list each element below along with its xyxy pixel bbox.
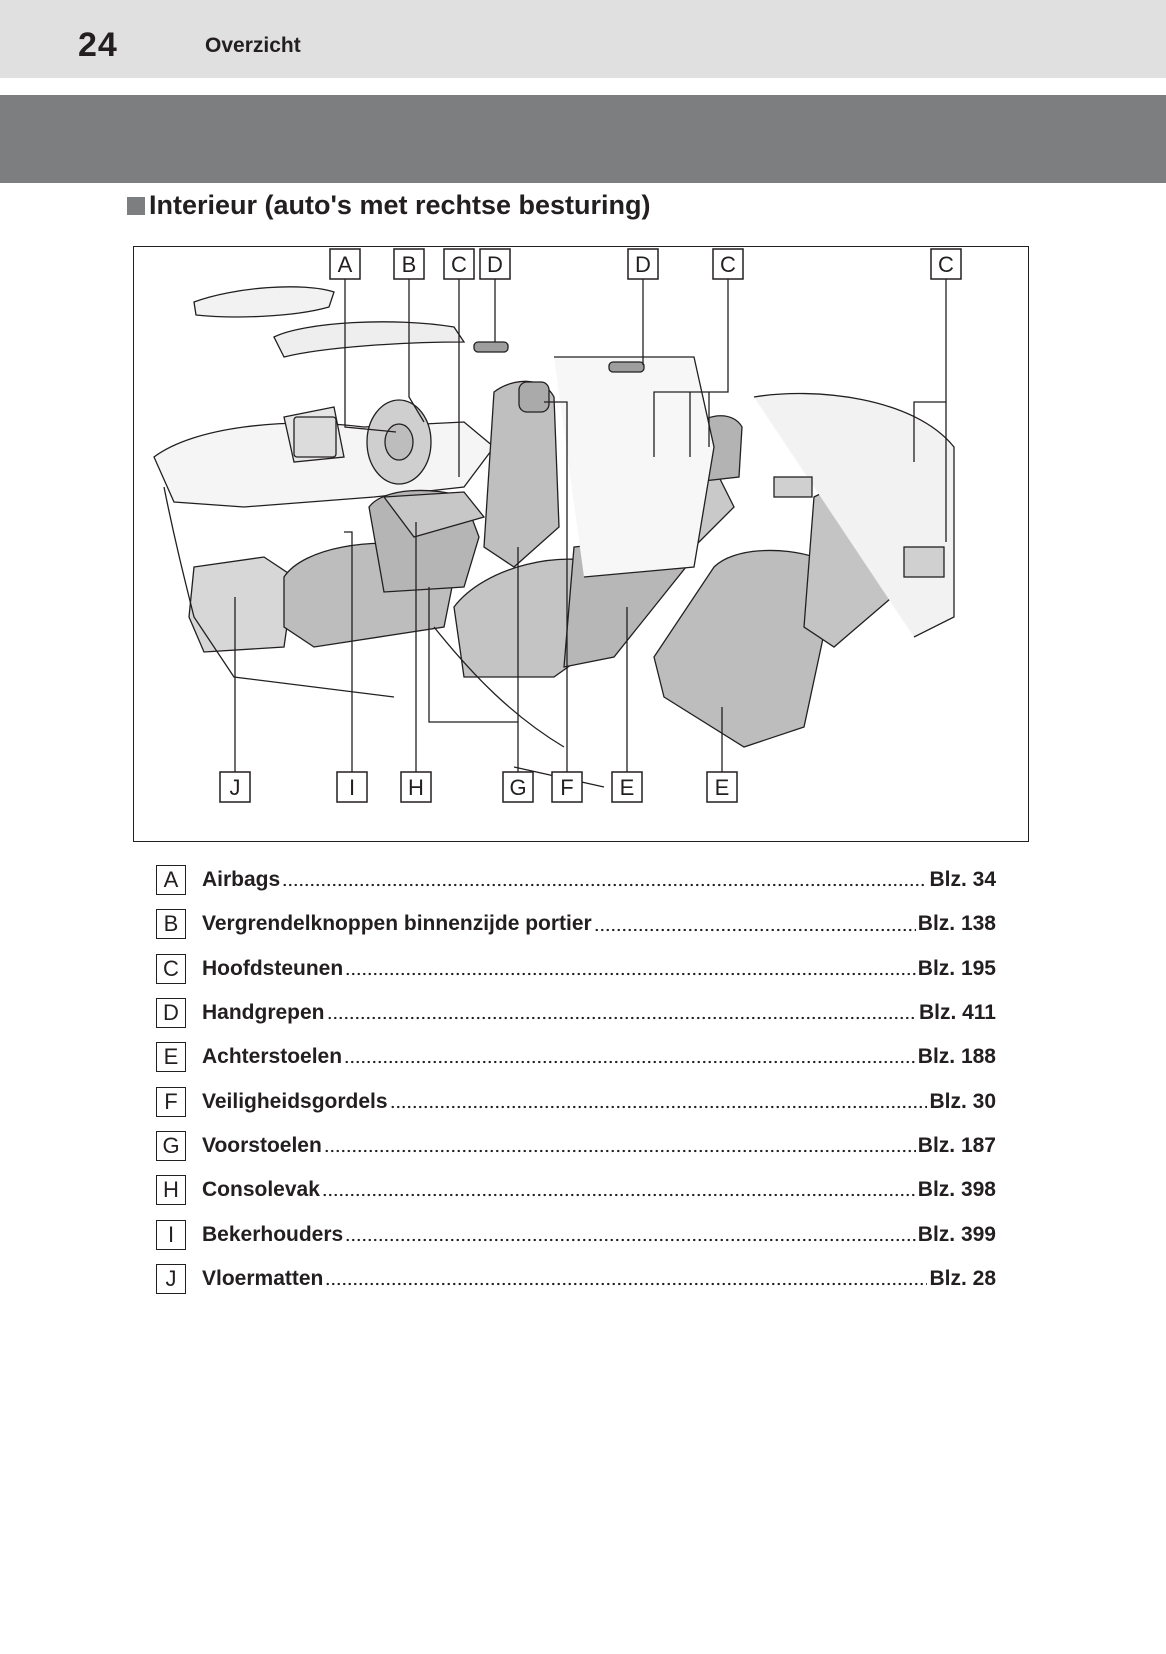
callout-label: J [230,775,241,800]
callout-label: H [408,775,424,800]
interior-illustration: A B C D D C C [133,246,1029,842]
callout-J-bottom: J [219,771,251,803]
top-callouts: A B C D D C C [329,248,962,280]
callout-label: A [338,252,353,277]
legend-label: Achterstoelen [202,1045,343,1069]
header-band [0,95,1166,183]
callout-label: C [720,252,736,277]
section-title-text: Interieur (auto's met rechtse besturing) [149,190,651,220]
dot-leader [593,927,916,932]
callout-label: I [349,775,355,800]
dot-leader [389,1104,928,1109]
dot-leader [325,1281,928,1286]
legend-letter: J [156,1263,186,1294]
dot-leader [344,1060,916,1065]
dot-leader [282,883,928,888]
dot-leader [345,1237,916,1242]
callout-label: E [715,775,730,800]
legend-item: G Voorstoelen Blz. 187 [156,1124,996,1168]
legend-page-ref: Blz. 195 [917,956,996,980]
dot-leader [326,1016,917,1021]
callout-leader-lines [234,278,947,772]
legend-label: Hoofdsteunen [202,956,344,980]
legend-page-ref: Blz. 399 [917,1222,996,1246]
legend-item: E Achterstoelen Blz. 188 [156,1035,996,1079]
legend-letter: H [156,1175,186,1206]
callout-label: D [635,252,651,277]
callout-label: B [402,252,417,277]
legend-page-ref: Blz. 30 [929,1089,996,1113]
car-interior-sketch [153,286,955,788]
legend-label: Handgrepen [202,1001,325,1025]
bottom-callouts: J I H G F E E [219,771,738,803]
callout-label: C [938,252,954,277]
page-number: 24 [78,26,118,64]
callout-label: D [487,252,503,277]
legend-page-ref: Blz. 34 [929,868,996,892]
legend-page-ref: Blz. 28 [929,1266,996,1290]
legend-label: Airbags [202,868,281,892]
callout-C2-top: C [712,248,744,280]
callout-E2-bottom: E [706,771,738,803]
callout-label: F [560,775,573,800]
callout-C3-top: C [930,248,962,280]
section-name: Overzicht [205,34,301,57]
legend-item: C Hoofdsteunen Blz. 195 [156,947,996,991]
legend-page-ref: Blz. 187 [917,1133,996,1157]
legend-letter: D [156,998,186,1029]
legend-letter: A [156,865,186,896]
legend-item: I Bekerhouders Blz. 399 [156,1212,996,1256]
dot-leader [321,1193,916,1198]
legend-letter: I [156,1219,186,1250]
legend-letter: G [156,1130,186,1161]
legend-letter: F [156,1086,186,1117]
legend-label: Veiligheidsgordels [202,1089,388,1113]
legend-item: H Consolevak Blz. 398 [156,1168,996,1212]
dot-leader [323,1149,916,1154]
callout-label: C [451,252,467,277]
legend-item: D Handgrepen Blz. 411 [156,991,996,1035]
callout-label: G [509,775,526,800]
callout-C-top: C [443,248,475,280]
callout-B-top: B [393,248,425,280]
legend-label: Consolevak [202,1178,320,1202]
interior-drawing: A B C D D C C [153,248,962,803]
callout-A-top: A [329,248,361,280]
legend-letter: C [156,953,186,984]
legend-label: Vloermatten [202,1266,324,1290]
legend-item: J Vloermatten Blz. 28 [156,1257,996,1301]
legend-page-ref: Blz. 138 [917,912,996,936]
legend-page-ref: Blz. 188 [917,1045,996,1069]
callout-E-bottom: E [611,771,643,803]
legend-list: A Airbags Blz. 34 B Vergrendelknoppen bi… [156,858,996,1301]
title-square-icon [127,196,145,215]
legend-item: A Airbags Blz. 34 [156,858,996,902]
legend-label: Voorstoelen [202,1133,322,1157]
legend-letter: B [156,909,186,940]
legend-item: F Veiligheidsgordels Blz. 30 [156,1079,996,1123]
callout-D-top: D [479,248,511,280]
callout-F-bottom: F [551,771,583,803]
callout-H-bottom: H [400,771,432,803]
legend-label: Vergrendelknoppen binnenzijde portier [202,912,592,936]
legend-page-ref: Blz. 411 [918,1001,996,1025]
legend-page-ref: Blz. 398 [917,1178,996,1202]
legend-label: Bekerhouders [202,1222,344,1246]
callout-I-bottom: I [336,771,368,803]
callout-D2-top: D [627,248,659,280]
section-title: Interieur (auto's met rechtse besturing) [127,190,651,221]
header-bar [0,0,1166,78]
callout-label: E [620,775,635,800]
callout-G-bottom: G [502,771,534,803]
dot-leader [345,971,916,976]
legend-letter: E [156,1042,186,1073]
legend-item: B Vergrendelknoppen binnenzijde portier … [156,902,996,946]
